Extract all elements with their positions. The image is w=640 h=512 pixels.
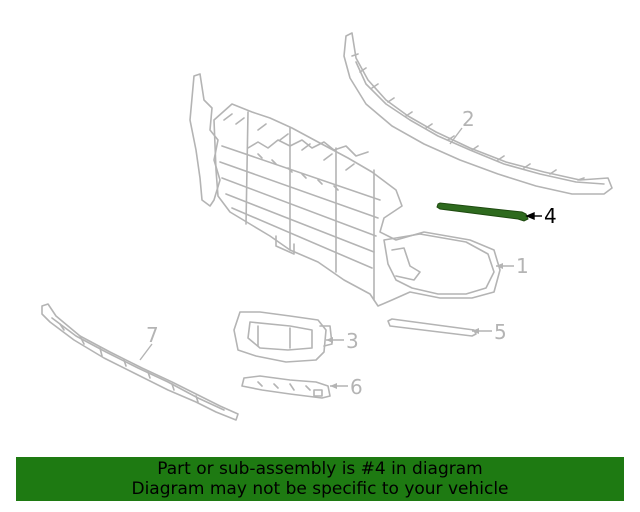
arrowhead-4 (525, 211, 535, 221)
part-2-upper-bracket (343, 32, 613, 195)
part-7-lower-bracket (41, 303, 239, 421)
leader-2 (449, 127, 463, 145)
arrowhead-5 (472, 328, 479, 334)
callout-6: 6 (350, 375, 363, 399)
callout-2: 2 (462, 107, 475, 131)
part-1-grille (189, 73, 501, 307)
callout-1: 1 (516, 254, 529, 278)
exploded-parts-diagram: 2 1 3 4 5 6 7 (41, 32, 613, 421)
callout-5: 5 (494, 320, 507, 344)
arrowhead-6 (330, 383, 337, 389)
arrowhead-1 (496, 263, 503, 269)
callout-4: 4 (544, 204, 557, 228)
callout-7: 7 (146, 323, 159, 347)
banner-part-line: Part or sub-assembly is #4 in diagram (157, 459, 483, 479)
leader-7 (139, 343, 153, 361)
part-4-highlighted-strip (436, 202, 529, 222)
banner-disclaimer-line: Diagram may not be specific to your vehi… (131, 479, 509, 499)
callout-3: 3 (346, 329, 359, 353)
part-3-side-bezel (233, 311, 333, 363)
part-5-strip (387, 318, 477, 337)
arrowhead-3 (326, 337, 333, 343)
part-info-banner: Part or sub-assembly is #4 in diagram Di… (16, 457, 624, 501)
part-6-lower-trim (241, 375, 331, 399)
